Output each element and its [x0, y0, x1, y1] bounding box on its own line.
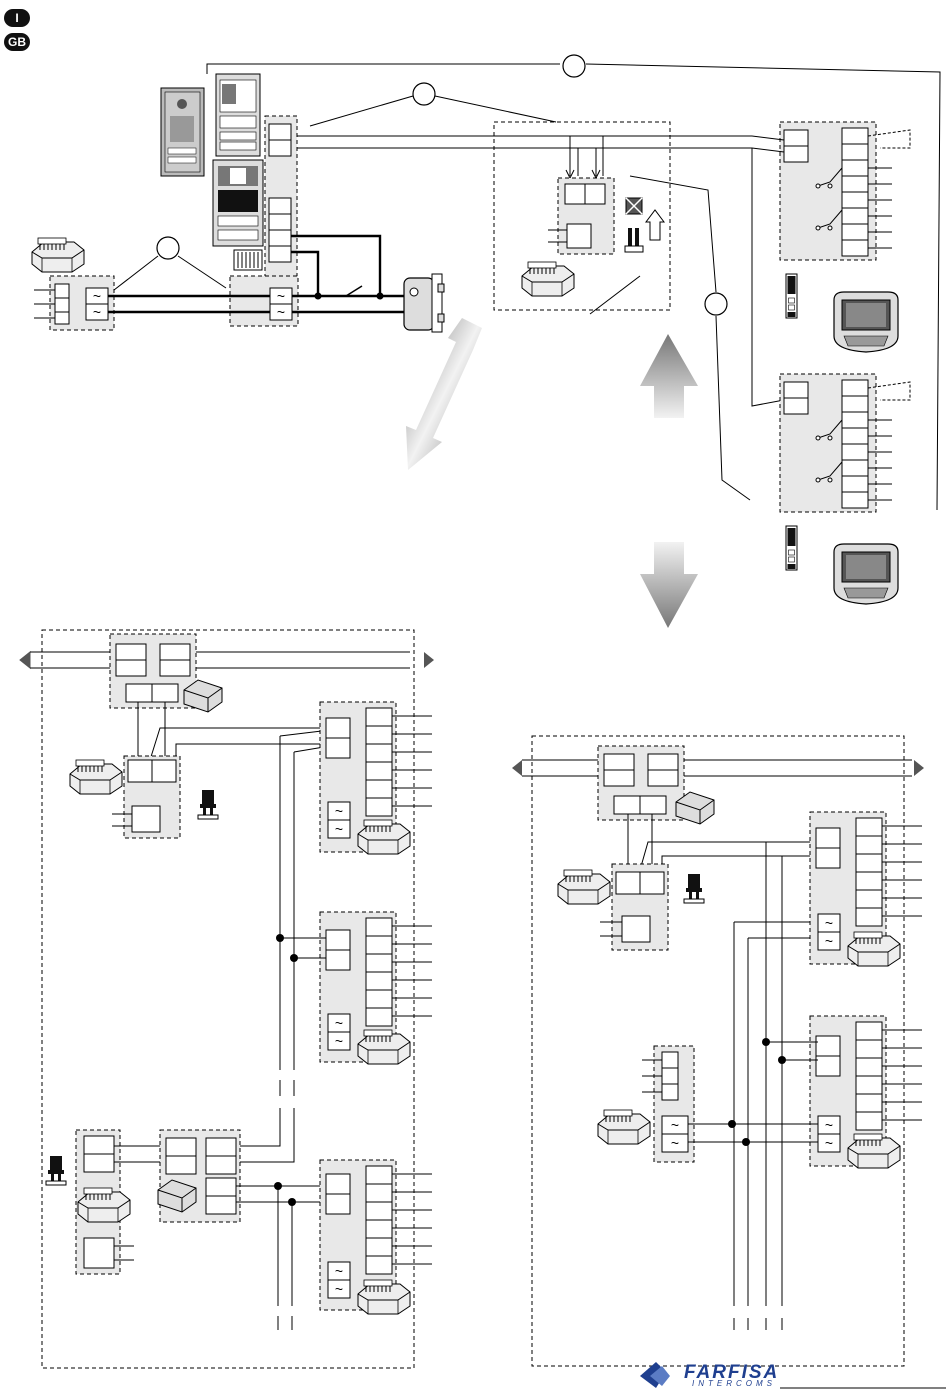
ac-symbol: ~ — [335, 1015, 343, 1031]
video-monitor-icon-2 — [834, 544, 898, 604]
handset-icon-1 — [786, 274, 797, 318]
ac-symbol: ~ — [825, 933, 833, 949]
handset-icon-2 — [786, 526, 797, 570]
electric-lock-icon — [404, 274, 444, 332]
callout-circle-top — [563, 55, 585, 77]
door-button-icon — [684, 874, 704, 903]
ac-symbol: ~ — [335, 1263, 343, 1279]
ac-symbol: ~ — [825, 915, 833, 931]
door-button-icon — [198, 790, 218, 819]
ac-symbol: ~ — [93, 288, 101, 304]
terminal-column — [842, 380, 868, 508]
bidirectional-arrow — [406, 318, 482, 470]
power-supply-icon — [848, 1134, 900, 1168]
callout-line-2a — [310, 96, 413, 126]
power-supply-icon — [358, 820, 410, 854]
ac-symbol: ~ — [335, 821, 343, 837]
power-supply-icon — [848, 932, 900, 966]
ac-symbol: ~ — [335, 803, 343, 819]
power-supply-icon — [358, 1280, 410, 1314]
entry-panel-audio — [216, 74, 260, 156]
arrow-up-large — [640, 334, 698, 418]
power-supply-icon — [70, 760, 122, 794]
ac-symbol: ~ — [277, 288, 285, 304]
right-arrow-icon — [424, 652, 434, 668]
left-arrow-icon — [512, 760, 522, 776]
ac-symbol: ~ — [335, 1033, 343, 1049]
power-supply-icon — [78, 1188, 130, 1222]
ac-symbol: ~ — [671, 1117, 679, 1133]
video-monitor-icon-1 — [834, 292, 898, 352]
power-supply-icon-dist — [522, 262, 574, 296]
entry-panel-video — [213, 160, 263, 246]
brand-logo: FARFISA INTERCOMS — [636, 1358, 856, 1392]
arrow-down-large — [640, 542, 698, 628]
power-supply-icon — [558, 870, 610, 904]
power-supply-icon — [598, 1110, 650, 1144]
door-button-icon — [46, 1156, 66, 1185]
ac-symbol: ~ — [93, 304, 101, 320]
terminal-column — [842, 128, 868, 256]
top-feed-line-left — [207, 64, 560, 74]
right-arrow-icon — [914, 760, 924, 776]
callout-line-2b — [435, 96, 556, 122]
top-feed-line-right — [586, 64, 940, 510]
ac-symbol: ~ — [671, 1135, 679, 1151]
left-arrow-icon — [20, 652, 30, 668]
callout-circle-4 — [705, 293, 727, 315]
brand-subtitle: INTERCOMS — [692, 1379, 776, 1388]
callout-circle-3 — [157, 237, 179, 259]
ac-symbol: ~ — [825, 1117, 833, 1133]
entry-panel-steel — [161, 88, 204, 176]
power-supply-icon — [358, 1030, 410, 1064]
power-supply-icon-left — [32, 238, 84, 272]
ac-symbol: ~ — [335, 1281, 343, 1297]
ac-symbol: ~ — [277, 304, 285, 320]
ac-symbol: ~ — [825, 1135, 833, 1151]
up-arrow-icon — [646, 210, 664, 240]
callout-circle-2 — [413, 83, 435, 105]
